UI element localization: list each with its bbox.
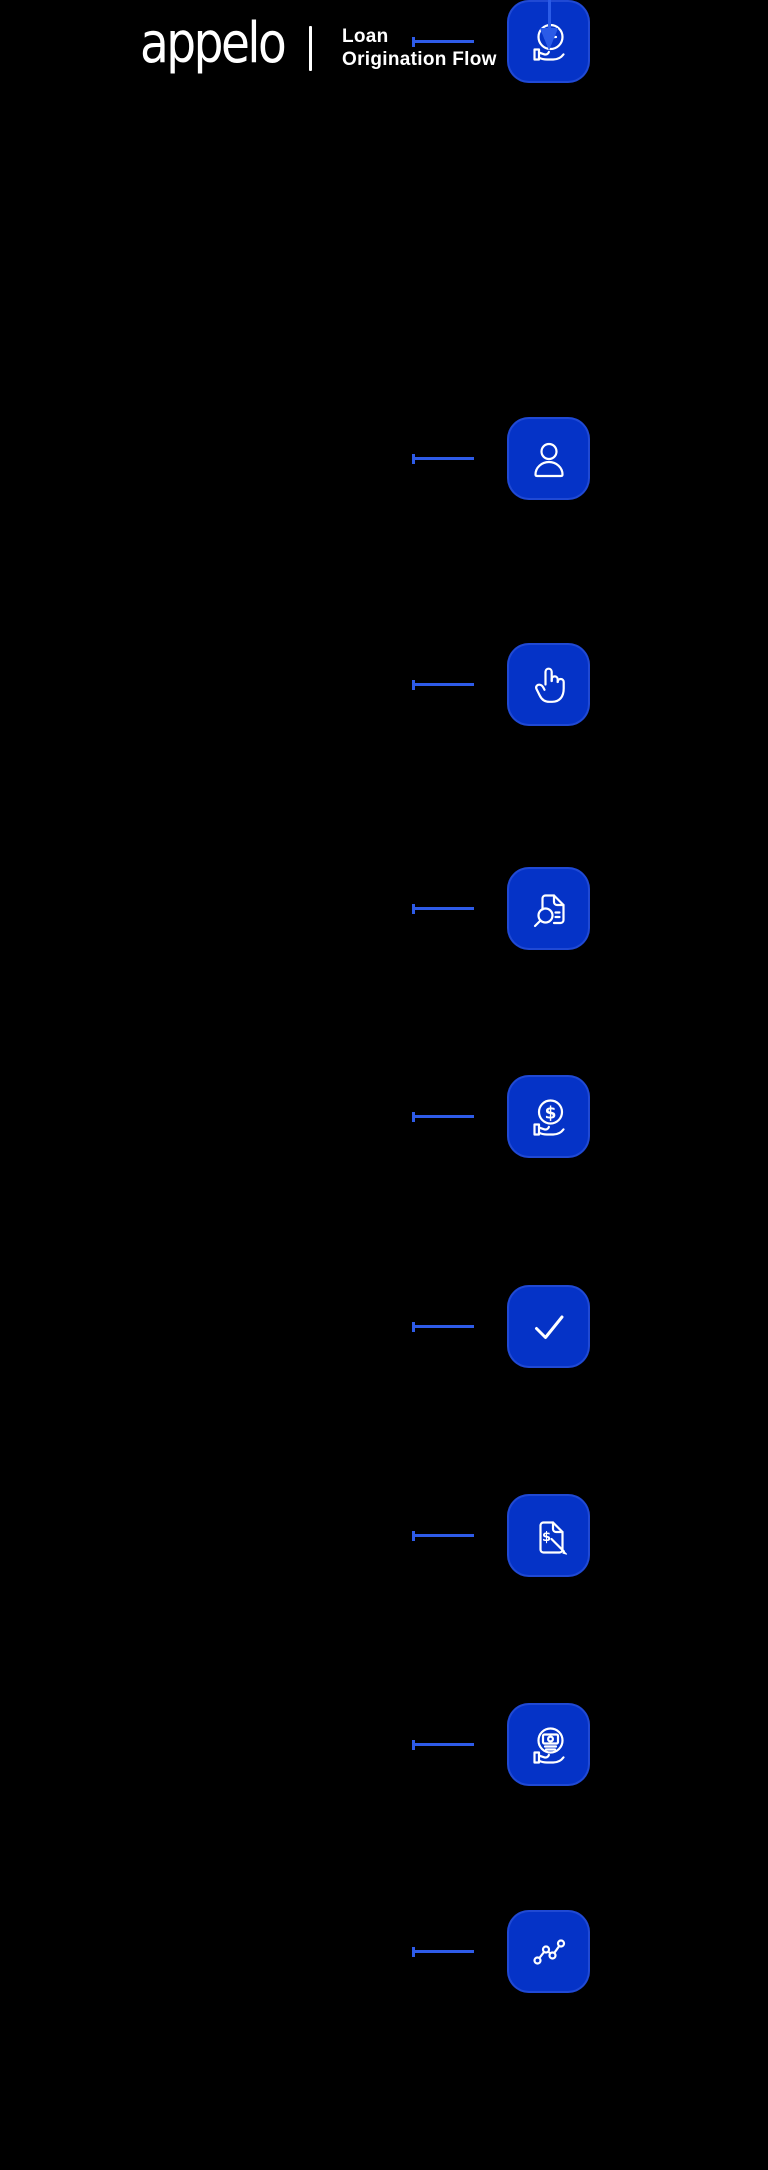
hand-cash-icon bbox=[532, 1726, 565, 1764]
step-tile bbox=[507, 1703, 590, 1786]
header: appelo Loan Origination Flow bbox=[0, 0, 768, 100]
line-chart-icon bbox=[532, 1938, 565, 1965]
page-title-line1: Loan bbox=[342, 26, 389, 47]
appelo-logo: appelo bbox=[140, 11, 287, 76]
step-tile bbox=[507, 643, 590, 726]
flow-step-7 bbox=[412, 1703, 590, 1786]
flow-step-3 bbox=[412, 867, 590, 950]
page-title: Loan Origination Flow bbox=[342, 25, 497, 71]
flow-step-1 bbox=[412, 417, 590, 500]
step-tile bbox=[507, 417, 590, 500]
arrow-head bbox=[540, 28, 558, 50]
flow-step-8 bbox=[412, 1910, 590, 1993]
step-tile bbox=[507, 1285, 590, 1368]
hand-coin-dollar-icon: $ bbox=[532, 1098, 565, 1136]
svg-text:$: $ bbox=[541, 1530, 550, 1545]
header-divider bbox=[309, 26, 312, 71]
arrow-stem bbox=[547, 0, 551, 29]
flow-step-5 bbox=[412, 1285, 590, 1368]
leader-line bbox=[412, 1321, 474, 1332]
flow-step-4: $ bbox=[412, 1075, 590, 1158]
document-dollar-pen-icon: $ bbox=[538, 1520, 567, 1555]
step-tile bbox=[507, 867, 590, 950]
step-tile: $ bbox=[507, 1075, 590, 1158]
leader-line bbox=[412, 1739, 474, 1750]
down-arrow-icon bbox=[540, 0, 558, 50]
leader-line bbox=[412, 903, 474, 914]
leader-line bbox=[412, 1946, 474, 1957]
flow-step-6: $ bbox=[412, 1494, 590, 1577]
flow-step-2 bbox=[412, 643, 590, 726]
step-tile bbox=[507, 1910, 590, 1993]
document-search-icon bbox=[533, 893, 565, 927]
leader-line bbox=[412, 1530, 474, 1541]
checkmark-icon bbox=[534, 1315, 563, 1339]
step-tile: $ bbox=[507, 1494, 590, 1577]
svg-text:$: $ bbox=[544, 1103, 556, 1123]
tap-hand-icon bbox=[534, 667, 565, 703]
leader-line bbox=[412, 679, 474, 690]
user-icon bbox=[533, 442, 564, 477]
leader-line bbox=[412, 453, 474, 464]
page-title-line2: Origination Flow bbox=[342, 49, 497, 70]
leader-line bbox=[412, 1111, 474, 1122]
leader-line bbox=[412, 36, 474, 47]
